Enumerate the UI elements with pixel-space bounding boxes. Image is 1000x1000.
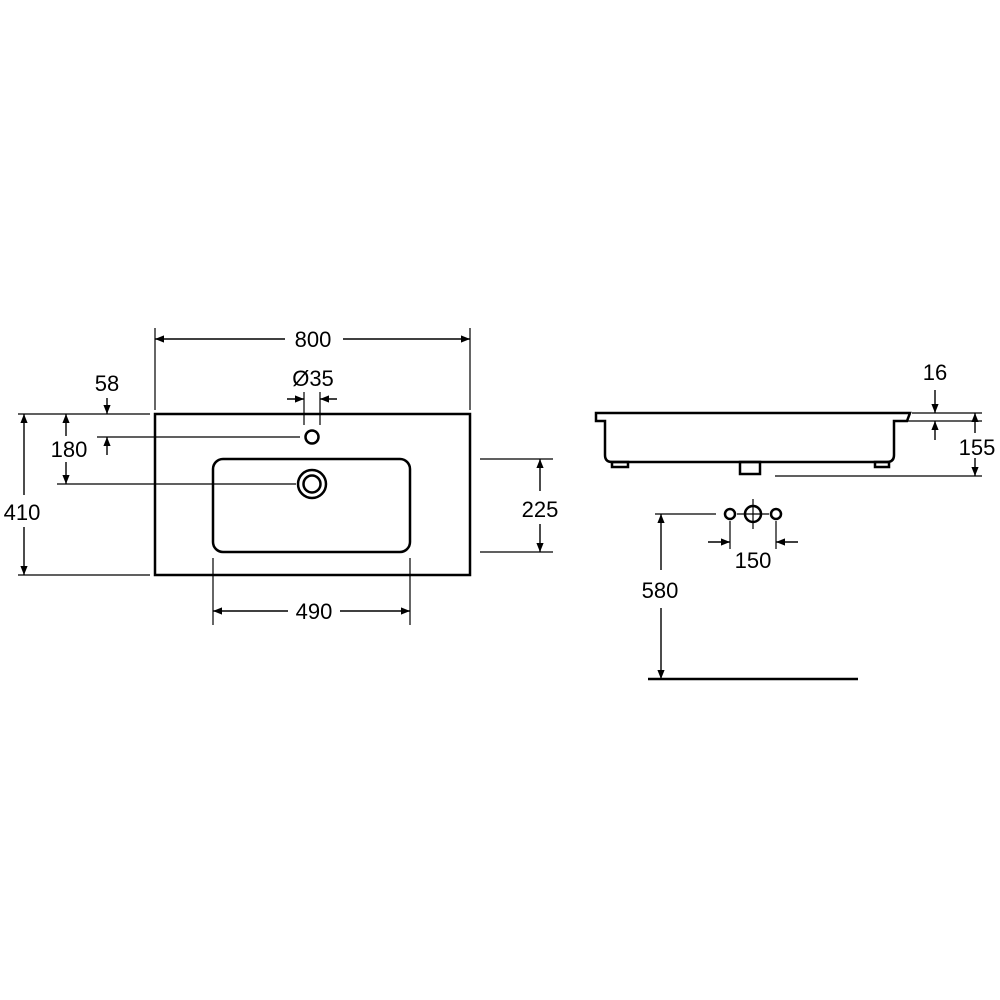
dim-drain-position: 180 (51, 414, 300, 485)
dim-bowl-depth: 225 (480, 458, 559, 553)
hot-tap-hole (723, 507, 737, 521)
label-total-width: 800 (295, 327, 332, 352)
bowl-outline (211, 457, 412, 554)
right-foot (873, 460, 891, 469)
dim-tap-spacing: 150 (708, 521, 798, 573)
tap-hole (304, 429, 320, 445)
side-view: 16 155 150 (594, 360, 996, 681)
dim-tap-hole-offset: 58 (18, 371, 150, 415)
label-rim-thickness: 16 (923, 360, 947, 385)
label-tap-hole-offset: 58 (95, 371, 119, 396)
drain-inner (302, 474, 322, 494)
label-installation-height: 580 (642, 578, 679, 603)
label-total-depth: 410 (4, 500, 41, 525)
cold-tap-hole (769, 507, 783, 521)
label-tap-spacing: 150 (735, 548, 772, 573)
dim-tap-hole-diameter: Ø35 (287, 366, 337, 425)
label-bowl-width: 490 (296, 599, 333, 624)
label-bowl-depth: 225 (522, 497, 559, 522)
tap-holes (723, 499, 783, 529)
dim-total-width: 800 (154, 327, 471, 410)
top-view: 800 Ø35 58 180 (4, 327, 559, 625)
basin-outline (153, 412, 472, 577)
drain-outer (296, 468, 328, 500)
left-foot (610, 460, 630, 469)
label-tap-hole-diameter: Ø35 (292, 366, 334, 391)
dim-bowl-width: 490 (212, 558, 411, 625)
dim-total-depth: 410 (4, 414, 150, 576)
dim-rim-thickness: 16 (908, 360, 982, 440)
dim-basin-height: 155 (775, 413, 996, 477)
label-basin-height: 155 (959, 435, 996, 460)
basin-profile (594, 411, 912, 464)
label-drain-position: 180 (51, 437, 88, 462)
dim-installation-height: 580 (642, 513, 858, 681)
waste-outlet (738, 460, 762, 476)
